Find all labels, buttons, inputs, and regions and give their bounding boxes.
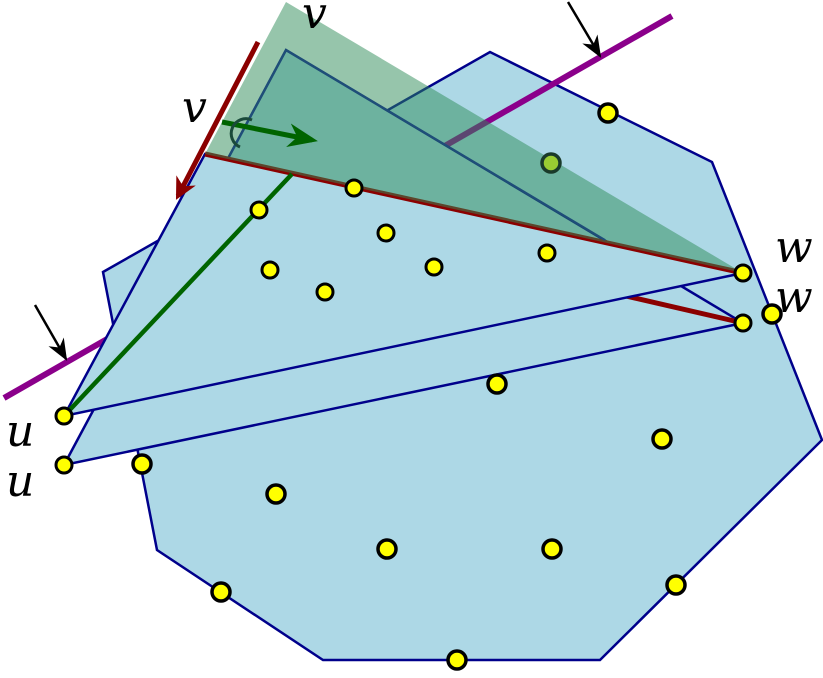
point (315, 282, 335, 302)
label-w: w (775, 222, 813, 273)
point (651, 428, 673, 450)
label-v-top: v (302, 0, 327, 39)
point (541, 538, 563, 560)
black-arrow-left (33, 304, 68, 361)
point (265, 483, 287, 505)
green-region (205, 2, 743, 273)
point (446, 649, 468, 671)
point (344, 178, 364, 198)
angle-arc (229, 117, 253, 149)
point (54, 455, 74, 475)
point (486, 373, 508, 395)
label-u: u (6, 406, 34, 457)
point (210, 581, 232, 603)
points (54, 102, 783, 671)
red-arrow (175, 40, 261, 200)
point (537, 243, 557, 263)
point (376, 538, 398, 560)
point (665, 574, 687, 596)
point (540, 152, 562, 174)
point (733, 313, 753, 333)
point (131, 453, 153, 475)
label-v: v (182, 82, 207, 133)
lower-triangle-edge-overlay (285, 49, 606, 241)
point (54, 406, 74, 426)
label-w-lower: w (775, 272, 813, 323)
point (733, 263, 753, 283)
green-arrow (221, 119, 318, 148)
point (376, 223, 396, 243)
point (424, 257, 444, 277)
point (761, 303, 783, 325)
lower-triangle-left-overlay (229, 49, 287, 156)
point (249, 200, 269, 220)
black-arrow-top (566, 1, 602, 58)
point (597, 102, 619, 124)
label-u-lower: u (6, 456, 34, 507)
point (260, 260, 280, 280)
